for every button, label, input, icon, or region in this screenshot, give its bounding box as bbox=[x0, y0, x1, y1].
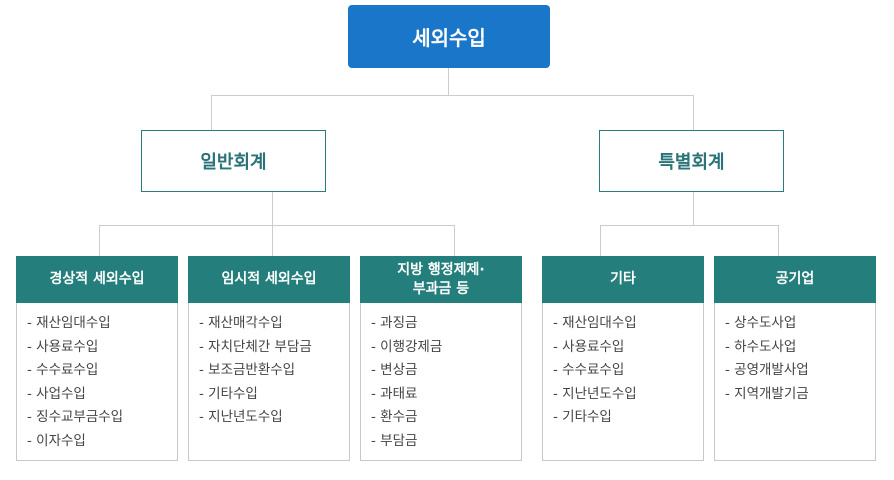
connector-general-c1 bbox=[99, 225, 100, 256]
list-item: - 과태료 bbox=[371, 385, 418, 402]
list-item: - 사용료수입 bbox=[553, 338, 625, 355]
list-item: - 사업수입 bbox=[27, 385, 86, 402]
list-item: - 공영개발사업 bbox=[725, 362, 809, 378]
list-item: - 기타수입 bbox=[199, 385, 258, 402]
card-item-list: - 재산매각수입 - 자치단체간 부담금 - 보조금반환수입 - 기타수입 - … bbox=[189, 303, 349, 430]
list-item: - 수수료수입 bbox=[27, 362, 99, 378]
list-item: - 지난년도수입 bbox=[199, 409, 283, 425]
category-card-other: 기타 - 재산임대수입 - 사용료수입 - 수수료수입 - 지난년도수입 - 기… bbox=[542, 256, 704, 461]
category-card-temporary: 임시적 세외수입 - 재산매각수입 - 자치단체간 부담금 - 보조금반환수입 … bbox=[188, 256, 350, 461]
list-item: - 재산매각수입 bbox=[199, 315, 283, 331]
list-item: - 지난년도수입 bbox=[553, 385, 637, 402]
card-title-line1: 지방 행정제제· bbox=[397, 261, 485, 278]
list-item: - 기타수입 bbox=[553, 409, 612, 425]
connector-general-c3 bbox=[454, 225, 455, 256]
connector-special-horizontal bbox=[600, 225, 779, 226]
list-item: - 상수도사업 bbox=[725, 315, 797, 331]
list-item: - 보조금반환수입 bbox=[199, 362, 296, 378]
card-title: 지방 행정제제· 부과금 등 bbox=[360, 256, 522, 303]
list-item: - 이행강제금 bbox=[371, 338, 443, 355]
list-item: - 재산임대수입 bbox=[553, 315, 637, 331]
list-item: - 변상금 bbox=[371, 362, 418, 378]
connector-general-c2 bbox=[272, 225, 273, 256]
connector-root-down bbox=[448, 68, 449, 95]
list-item: - 자치단체간 부담금 bbox=[199, 338, 312, 355]
list-item: - 수수료수입 bbox=[553, 362, 625, 378]
category-card-administrative-sanctions: 지방 행정제제· 부과금 등 - 과징금 - 이행강제금 - 변상금 - 과태료… bbox=[360, 256, 522, 461]
list-item: - 지역개발기금 bbox=[725, 385, 809, 402]
connector-general-horizontal bbox=[99, 225, 454, 226]
card-title: 경상적 세외수입 bbox=[16, 256, 178, 303]
connector-special-c4 bbox=[600, 225, 601, 256]
connector-special-down bbox=[693, 192, 694, 225]
card-item-list: - 상수도사업 - 하수도사업 - 공영개발사업 - 지역개발기금 bbox=[715, 303, 875, 406]
list-item: - 과징금 bbox=[371, 315, 418, 331]
connector-special-c5 bbox=[778, 225, 779, 256]
list-item: - 환수금 bbox=[371, 409, 418, 425]
branch-special-account: 특별회계 bbox=[599, 130, 784, 192]
category-card-recurring: 경상적 세외수입 - 재산임대수입 - 사용료수입 - 수수료수입 - 사업수입… bbox=[16, 256, 178, 461]
category-card-public-enterprise: 공기업 - 상수도사업 - 하수도사업 - 공영개발사업 - 지역개발기금 bbox=[714, 256, 876, 461]
list-item: - 이자수입 bbox=[27, 432, 86, 449]
connector-root-horizontal bbox=[211, 95, 694, 96]
card-title-line2: 부과금 등 bbox=[412, 280, 470, 297]
card-item-list: - 과징금 - 이행강제금 - 변상금 - 과태료 - 환수금 - 부담금 bbox=[361, 303, 521, 453]
list-item: - 하수도사업 bbox=[725, 338, 797, 355]
connector-right-branch bbox=[693, 95, 694, 130]
connector-left-branch bbox=[211, 95, 212, 130]
card-title: 공기업 bbox=[714, 256, 876, 303]
list-item: - 부담금 bbox=[371, 432, 418, 449]
list-item: - 징수교부금수입 bbox=[27, 409, 124, 425]
list-item: - 재산임대수입 bbox=[27, 315, 111, 331]
root-node: 세외수입 bbox=[348, 5, 550, 68]
card-item-list: - 재산임대수입 - 사용료수입 - 수수료수입 - 사업수입 - 징수교부금수… bbox=[17, 303, 177, 453]
connector-general-down bbox=[272, 192, 273, 225]
branch-general-account: 일반회계 bbox=[141, 130, 326, 192]
card-item-list: - 재산임대수입 - 사용료수입 - 수수료수입 - 지난년도수입 - 기타수입 bbox=[543, 303, 703, 430]
card-title: 임시적 세외수입 bbox=[188, 256, 350, 303]
list-item: - 사용료수입 bbox=[27, 338, 99, 355]
card-title: 기타 bbox=[542, 256, 704, 303]
